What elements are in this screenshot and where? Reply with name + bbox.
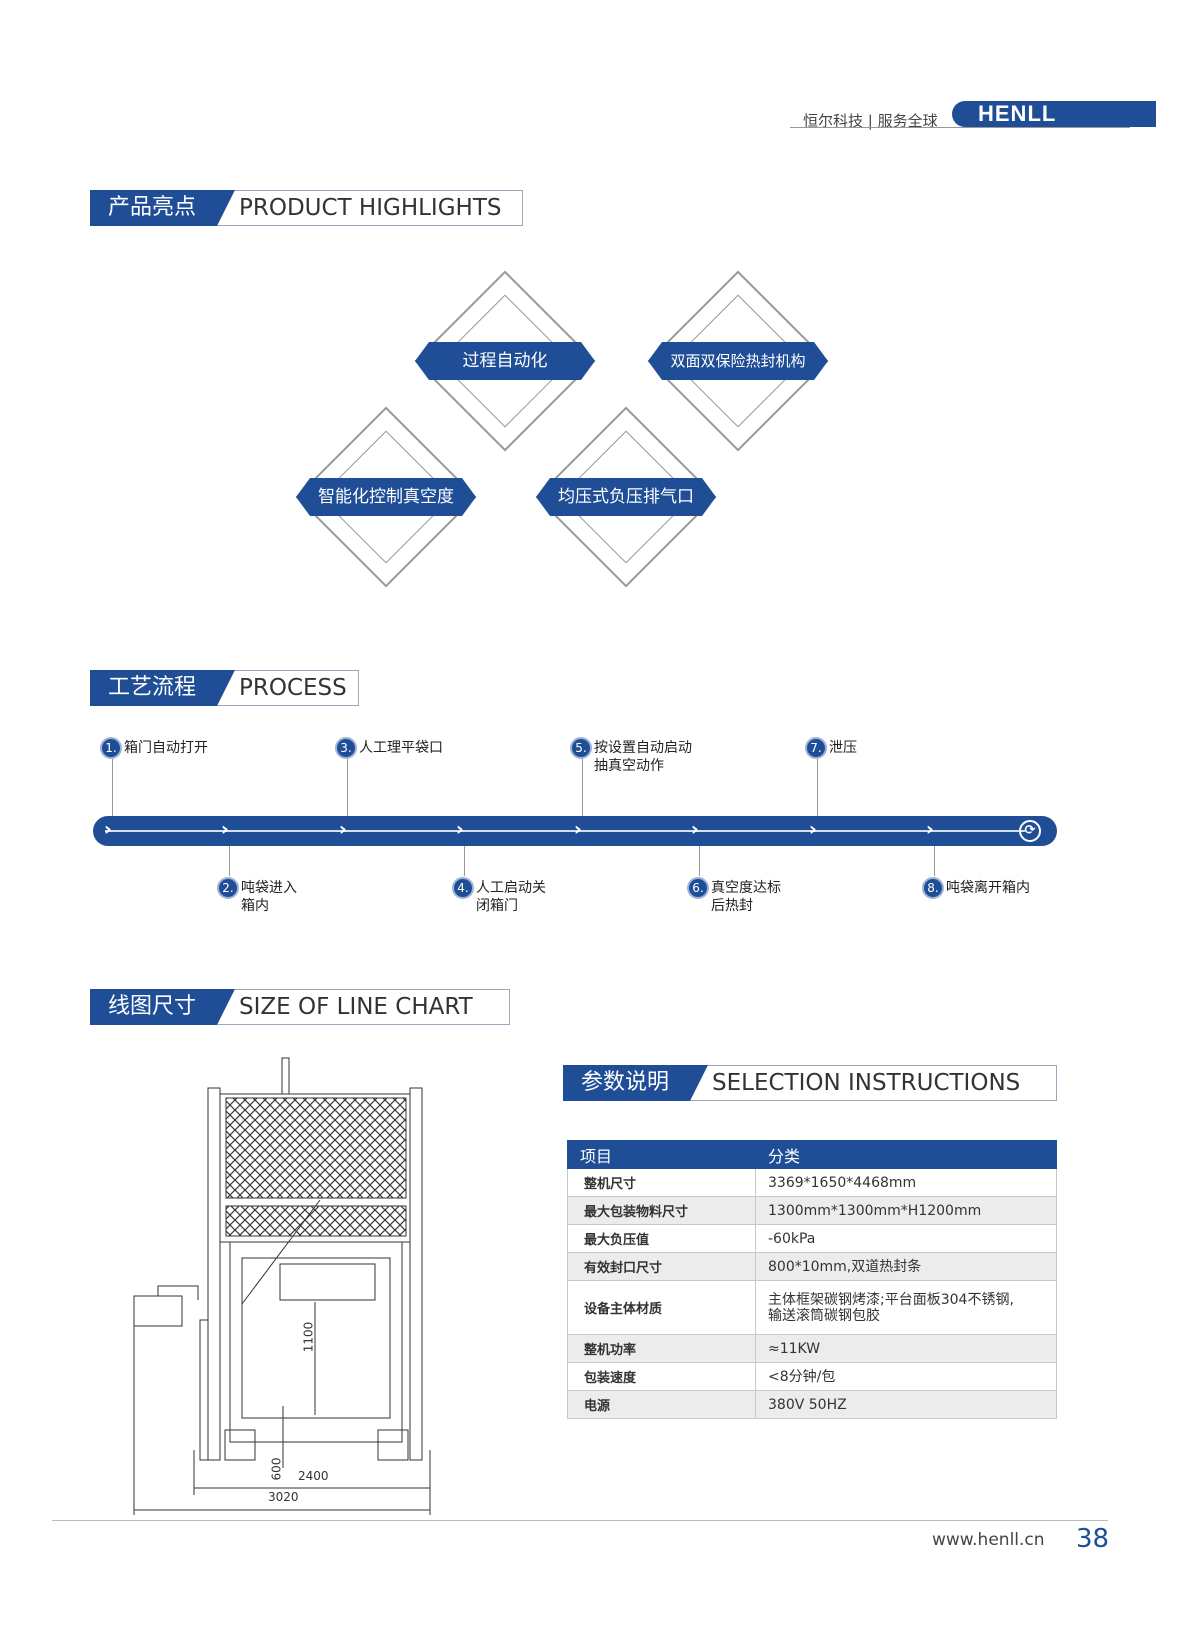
henll-logo: HENLL — [952, 101, 1156, 127]
step-text: 人工启动关 闭箱门 — [476, 880, 546, 914]
step-connector — [699, 846, 700, 876]
spec-label: 设备主体材质 — [567, 1280, 756, 1335]
section-header-process: 工艺流程 PROCESS — [90, 670, 610, 706]
process-step: 2.吨袋进入 箱内 — [217, 877, 297, 915]
chevron-right-icon: ›› — [456, 819, 463, 840]
step-text: 吨袋进入 箱内 — [241, 880, 297, 914]
step-number: 8. — [922, 877, 944, 899]
process-step: 3.人工理平袋口 — [335, 737, 443, 759]
cycle-icon: ⟳ — [1019, 820, 1041, 842]
step-text: 真空度达标 后热封 — [711, 880, 781, 914]
chevron-right-icon: ›› — [221, 819, 228, 840]
section-title-cn: 工艺流程 — [90, 670, 235, 706]
table-row: 包装速度<8分钟/包 — [567, 1362, 1057, 1391]
spec-label: 整机尺寸 — [567, 1168, 756, 1197]
header-divider — [790, 127, 1130, 128]
chevron-right-icon: ›› — [926, 819, 933, 840]
step-text: 泄压 — [829, 740, 857, 756]
section-title-en: PROCESS — [239, 675, 347, 701]
step-connector — [464, 846, 465, 876]
spec-value: 800*10mm,双道热封条 — [755, 1252, 1057, 1281]
step-number: 5. — [570, 737, 592, 759]
process-step: 4.人工启动关 闭箱门 — [452, 877, 546, 915]
dim-total: 3020 — [268, 1490, 299, 1504]
spec-label: 电源 — [567, 1390, 756, 1419]
highlight-item: 双面双保险热封机构 — [648, 342, 828, 380]
section-title-cn: 线图尺寸 — [90, 989, 235, 1025]
spec-label: 整机功率 — [567, 1334, 756, 1363]
section-title-en: SELECTION INSTRUCTIONS — [712, 1070, 1021, 1096]
chevron-right-icon: ›› — [574, 819, 581, 840]
process-step: 8.吨袋离开箱内 — [922, 877, 1030, 899]
process-step: 6.真空度达标 后热封 — [687, 877, 781, 915]
process-step: 7.泄压 — [805, 737, 857, 759]
section-header-drawing: 线图尺寸 SIZE OF LINE CHART — [90, 989, 610, 1025]
step-connector — [347, 758, 348, 816]
spec-value: -60kPa — [755, 1224, 1057, 1253]
chevron-right-icon: ›› — [809, 819, 816, 840]
step-connector — [112, 758, 113, 816]
step-number: 7. — [805, 737, 827, 759]
spec-label: 最大负压值 — [567, 1224, 756, 1253]
step-connector — [582, 758, 583, 816]
step-text: 吨袋离开箱内 — [946, 880, 1030, 896]
step-number: 2. — [217, 877, 239, 899]
process-step: 1.箱门自动打开 — [100, 737, 208, 759]
col-header-item: 项目 — [567, 1140, 756, 1169]
section-title-cn: 参数说明 — [563, 1065, 708, 1101]
section-title-en: PRODUCT HIGHLIGHTS — [239, 195, 502, 221]
timeline-line — [105, 830, 1025, 832]
section-title-cn: 产品亮点 — [90, 190, 235, 226]
brand-slogan: 恒尔科技 | 服务全球 — [803, 112, 938, 130]
spec-value: 3369*1650*4468mm — [755, 1168, 1057, 1197]
page-number: 38 — [1076, 1524, 1110, 1554]
step-number: 6. — [687, 877, 709, 899]
step-number: 4. — [452, 877, 474, 899]
table-row: 最大负压值-60kPa — [567, 1224, 1057, 1253]
col-header-category: 分类 — [755, 1140, 1057, 1169]
step-connector — [934, 846, 935, 876]
spec-label: 包装速度 — [567, 1362, 756, 1391]
step-number: 1. — [100, 737, 122, 759]
spec-value: 主体框架碳钢烤漆;平台面板304不锈钢, 输送滚筒碳钢包胶 — [755, 1280, 1057, 1335]
step-connector — [817, 758, 818, 816]
table-row: 设备主体材质主体框架碳钢烤漆;平台面板304不锈钢, 输送滚筒碳钢包胶 — [567, 1280, 1057, 1335]
step-text: 人工理平袋口 — [359, 740, 443, 756]
chevron-right-icon: ›› — [104, 819, 111, 840]
chevron-right-icon: ›› — [339, 819, 346, 840]
section-title-en: SIZE OF LINE CHART — [239, 994, 473, 1020]
machine-line-drawing — [133, 1057, 431, 1515]
step-text: 按设置自动启动 抽真空动作 — [594, 740, 692, 774]
footer-divider — [52, 1520, 1108, 1521]
spec-value: <8分钟/包 — [755, 1362, 1057, 1391]
section-header-selection: 参数说明 SELECTION INSTRUCTIONS — [563, 1065, 1083, 1101]
section-header-highlights: 产品亮点 PRODUCT HIGHLIGHTS — [90, 190, 610, 226]
footer-url: www.henll.cn — [932, 1530, 1045, 1550]
spec-label: 有效封口尺寸 — [567, 1252, 756, 1281]
spec-label: 最大包装物料尺寸 — [567, 1196, 756, 1225]
spec-value: ≈11KW — [755, 1334, 1057, 1363]
highlight-item: 过程自动化 — [415, 342, 595, 380]
step-text: 箱门自动打开 — [124, 740, 208, 756]
highlight-item: 均压式负压排气口 — [536, 478, 716, 516]
spec-value: 1300mm*1300mm*H1200mm — [755, 1196, 1057, 1225]
process-step: 5.按设置自动启动 抽真空动作 — [570, 737, 692, 775]
step-connector — [229, 846, 230, 876]
dim-width: 2400 — [298, 1469, 329, 1483]
chevron-right-icon: ›› — [691, 819, 698, 840]
step-number: 3. — [335, 737, 357, 759]
dim-height: 1100 — [301, 1321, 316, 1353]
highlight-item: 智能化控制真空度 — [296, 478, 476, 516]
spec-value: 380V 50HZ — [755, 1390, 1057, 1419]
dim-base: 600 — [269, 1457, 284, 1481]
table-row: 整机功率≈11KW — [567, 1334, 1057, 1363]
